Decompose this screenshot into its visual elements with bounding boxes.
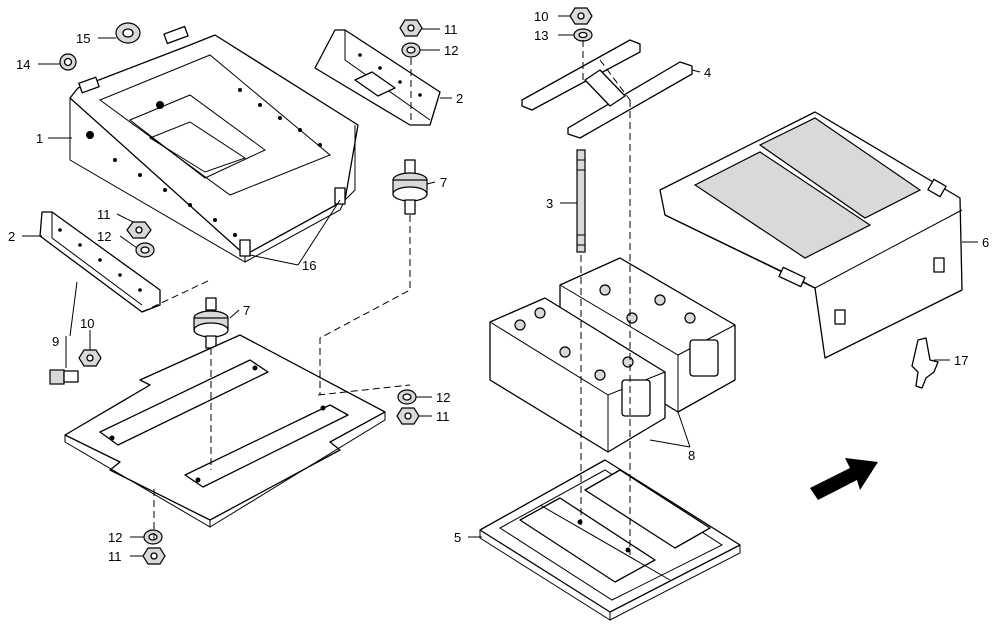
washer-part-12-plate xyxy=(397,389,417,405)
nut-part-11-top xyxy=(399,19,423,37)
forward-direction-arrow-icon xyxy=(810,458,878,500)
callout-2-right: 2 xyxy=(456,91,463,106)
callout-13: 13 xyxy=(534,28,548,43)
battery-tray-part-5 xyxy=(479,459,741,621)
nut-part-10-top xyxy=(569,7,593,25)
nut-part-10-left xyxy=(78,349,102,367)
callout-8: 8 xyxy=(688,448,695,463)
grommet-part-15 xyxy=(115,22,141,44)
bolt-part-9 xyxy=(49,369,79,385)
battery-tray-frame xyxy=(69,25,359,263)
threaded-rod-part-3 xyxy=(576,149,586,253)
callout-10-top: 10 xyxy=(534,9,548,24)
callout-15: 15 xyxy=(76,31,90,46)
callout-17: 17 xyxy=(954,353,968,368)
washer-part-14 xyxy=(59,53,77,71)
callout-2-left: 2 xyxy=(8,229,15,244)
clip-part-17 xyxy=(911,337,939,389)
washer-part-12-top xyxy=(401,42,421,58)
rubber-mount-lower xyxy=(193,297,229,349)
mounting-bracket-right xyxy=(314,29,441,126)
base-plate xyxy=(64,334,386,528)
callout-11-plate: 11 xyxy=(436,409,450,424)
assembly-centerlines xyxy=(141,40,631,555)
callout-4: 4 xyxy=(704,65,711,80)
callout-12-top: 12 xyxy=(444,43,458,58)
callout-7-lower: 7 xyxy=(243,303,250,318)
battery-front xyxy=(489,297,666,453)
washer-part-13 xyxy=(573,28,593,42)
callout-7-upper: 7 xyxy=(440,175,447,190)
callout-6: 6 xyxy=(982,235,989,250)
callout-11-left: 11 xyxy=(97,207,111,222)
nut-part-11-bottom xyxy=(142,547,166,565)
callout-10-left: 10 xyxy=(80,316,94,331)
callout-12-plate: 12 xyxy=(436,390,450,405)
washer-part-12-bottom xyxy=(143,529,163,545)
callout-12-bottom: 12 xyxy=(108,530,122,545)
nut-part-11-left xyxy=(126,221,152,239)
callout-12-left: 12 xyxy=(97,229,111,244)
callout-14: 14 xyxy=(16,57,30,72)
callout-9: 9 xyxy=(52,334,59,349)
callout-3: 3 xyxy=(546,196,553,211)
washer-part-12-left xyxy=(135,242,155,258)
callout-11-top: 11 xyxy=(444,22,458,37)
callout-labels: 1 2 2 3 4 5 6 7 7 8 9 10 10 11 11 11 11 … xyxy=(8,9,989,564)
rubber-mount-upper xyxy=(392,159,428,215)
callout-1: 1 xyxy=(36,131,43,146)
callout-5: 5 xyxy=(454,530,461,545)
battery-rear xyxy=(559,257,736,413)
nut-part-11-plate xyxy=(396,407,420,425)
battery-cover-part-6 xyxy=(659,111,963,359)
callout-11-bottom: 11 xyxy=(108,549,122,564)
callout-16: 16 xyxy=(302,258,316,273)
hold-down-bar-part-4 xyxy=(521,39,693,139)
leader-lines xyxy=(22,15,978,557)
